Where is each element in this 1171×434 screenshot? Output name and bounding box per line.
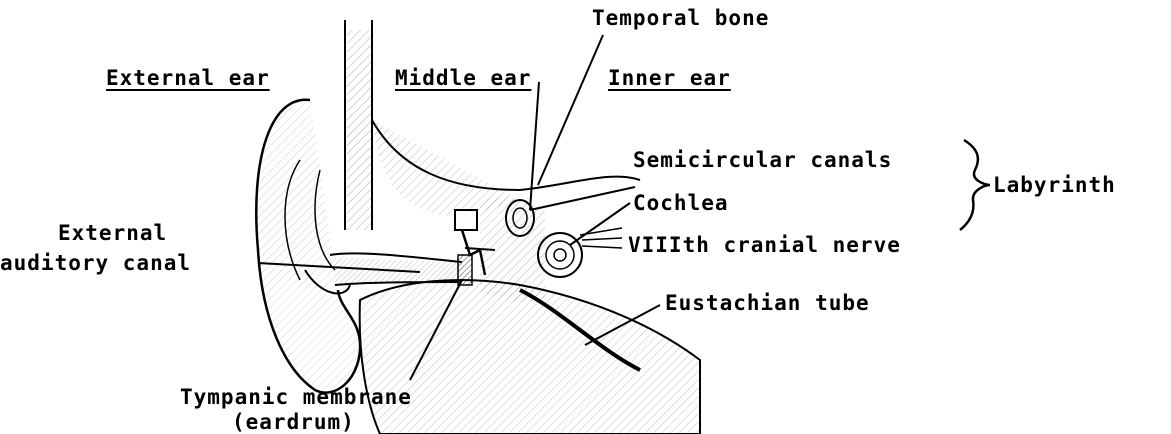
label-inner-ear: Inner ear [608,68,731,89]
label-cranial-nerve: VIIIth cranial nerve [628,235,901,256]
label-middle-ear: Middle ear [395,68,531,89]
label-external-ear: External ear [106,68,270,89]
cranial-nerve-fibers [580,228,622,248]
label-cochlea: Cochlea [633,193,729,214]
label-temporal-bone: Temporal bone [592,8,769,29]
labyrinth-brace [960,140,990,230]
label-external-auditory-canal-line2: auditory canal [0,253,191,274]
throat-region [360,280,700,434]
label-labyrinth: Labyrinth [993,175,1116,196]
label-semicircular-canals: Semicircular canals [633,150,892,171]
label-tympanic-membrane-line1: Tympanic membrane [180,387,412,408]
label-tympanic-membrane-line2: (eardrum) [232,412,355,433]
neck-column [345,20,372,230]
label-eustachian-tube: Eustachian tube [665,293,870,314]
label-external-auditory-canal-line1: External [58,223,167,244]
